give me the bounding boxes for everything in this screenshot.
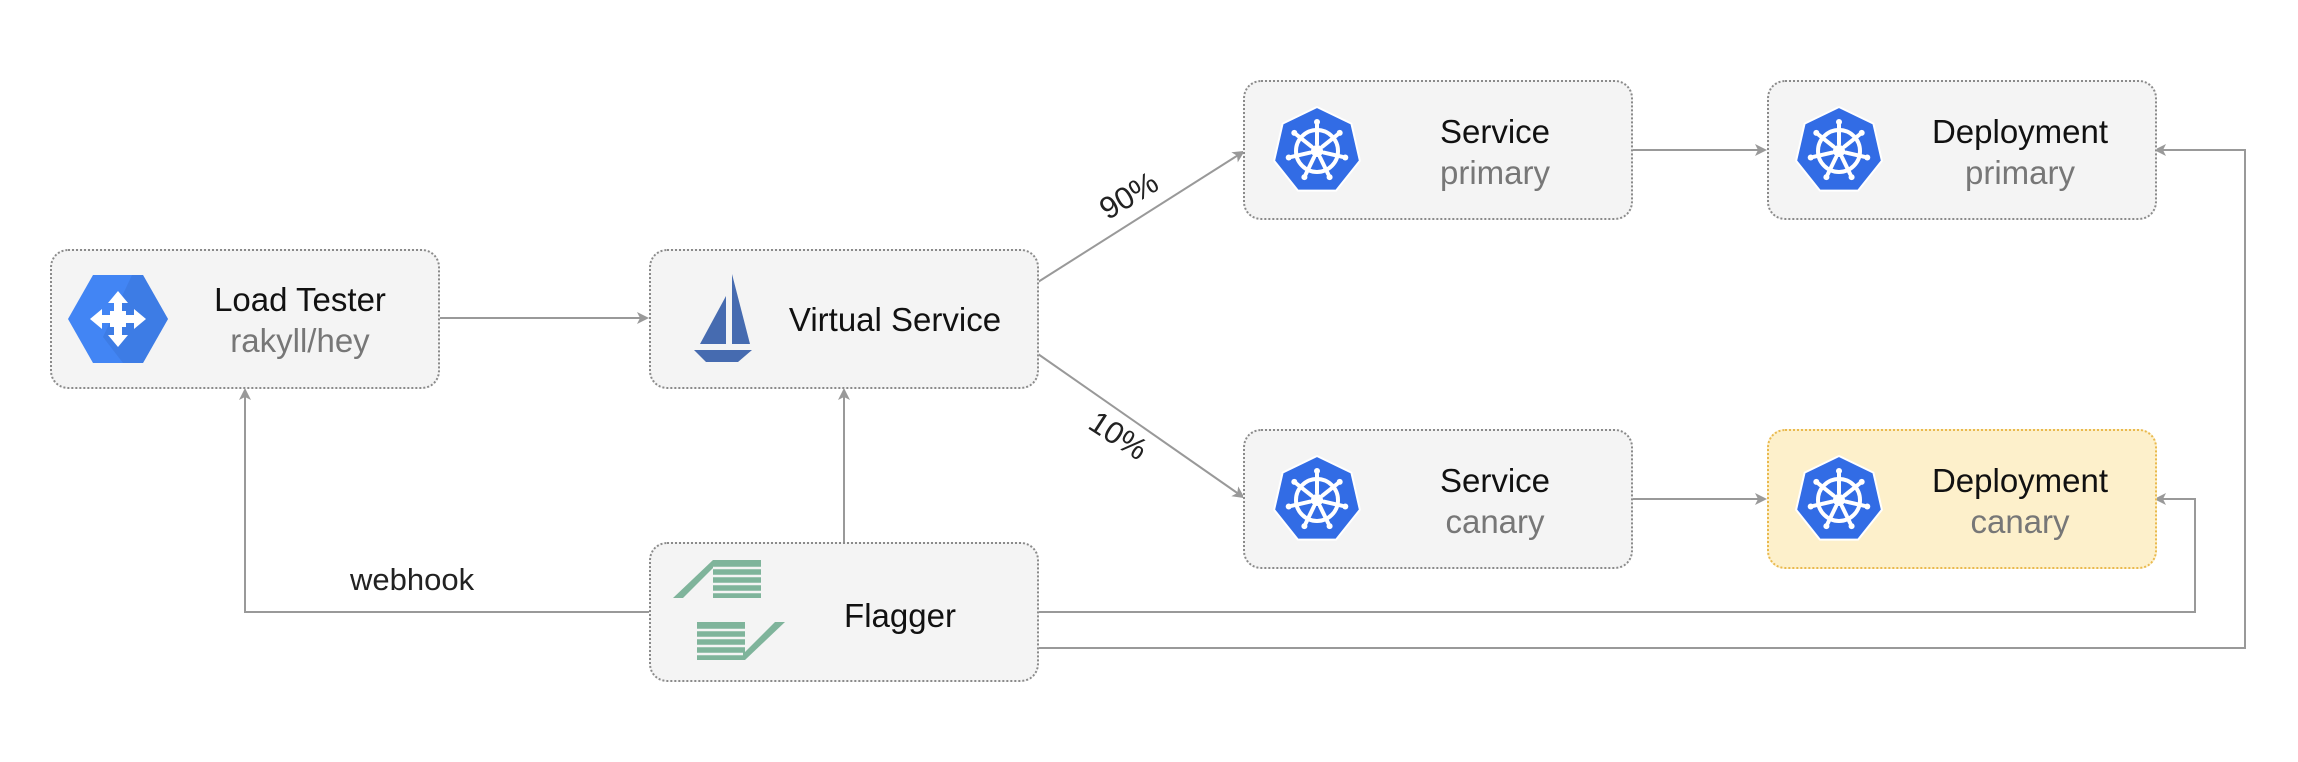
- virtual-service-label: Virtual Service: [770, 299, 1020, 340]
- service-canary-subtitle: canary: [1445, 503, 1545, 540]
- service-canary-label: Service canary: [1380, 460, 1610, 542]
- node-load-tester: [50, 249, 440, 389]
- service-primary-label: Service primary: [1380, 111, 1610, 193]
- deployment-primary-title: Deployment: [1931, 113, 2109, 150]
- load-tester-label: Load Tester rakyll/hey: [180, 279, 420, 361]
- istio-sail-icon: [694, 274, 752, 362]
- edge-flagger-to-deployment-canary: [1038, 493, 2196, 613]
- flagger-title: Flagger: [844, 597, 956, 634]
- load-balancer-icon: [68, 275, 168, 363]
- deployment-primary-label: Deployment primary: [1900, 111, 2140, 193]
- edge-label-webhook: webhook: [350, 562, 475, 597]
- load-tester-title: Load Tester: [214, 281, 386, 318]
- deployment-primary-subtitle: primary: [1964, 154, 2075, 191]
- virtual-service-title: Virtual Service: [788, 301, 1002, 338]
- deployment-canary-title: Deployment: [1931, 462, 2109, 499]
- flagger-label: Flagger: [800, 595, 1000, 636]
- edge-flagger-to-deployment-primary: [1038, 144, 2246, 649]
- deployment-canary-label: Deployment canary: [1900, 460, 2140, 542]
- deployment-canary-subtitle: canary: [1970, 503, 2070, 540]
- service-primary-subtitle: primary: [1439, 154, 1550, 191]
- service-canary-title: Service: [1439, 462, 1551, 499]
- flagger-icon: [673, 560, 785, 660]
- load-tester-subtitle: rakyll/hey: [230, 322, 370, 359]
- service-primary-title: Service: [1439, 113, 1551, 150]
- edge-virtualservice-to-service-primary: [1037, 150, 1245, 283]
- edge-flagger-webhook-to-loadtester: [239, 388, 650, 613]
- edge-virtualservice-to-service-canary: [1037, 353, 1245, 499]
